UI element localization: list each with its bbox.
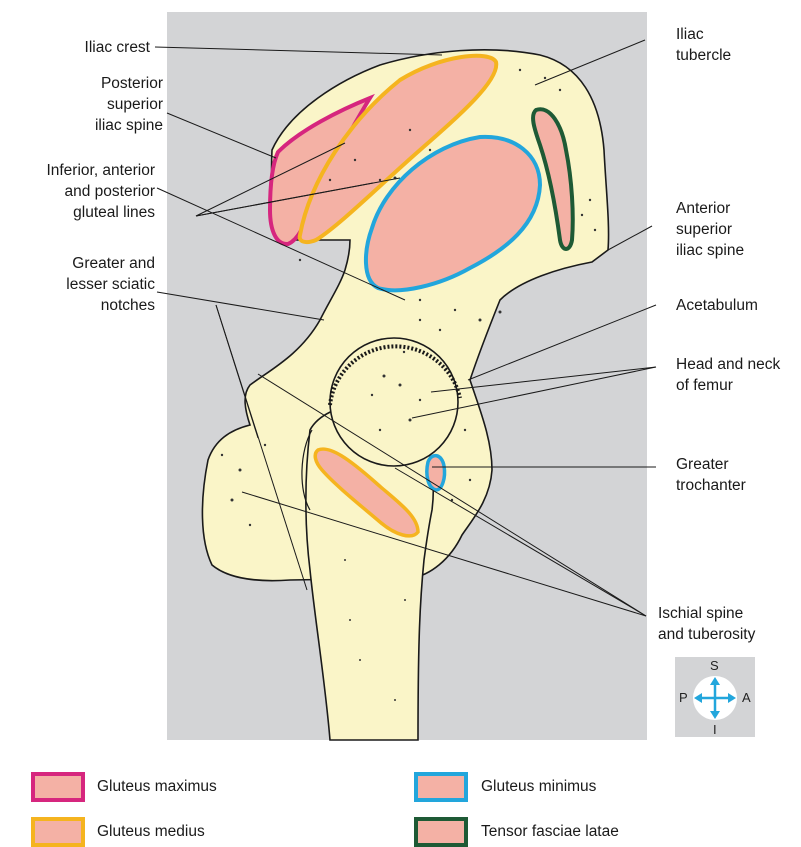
label-ischial-spine-tuberosity: Ischial spine and tuberosity <box>658 603 798 645</box>
compass-superior: S <box>710 659 719 673</box>
label-gluteal-lines: Inferior, anterior and posterior gluteal… <box>5 160 155 223</box>
label-anterior-superior-iliac-spine: Anterior superior iliac spine <box>676 198 796 261</box>
legend-swatch-gluteus-minimus <box>414 772 468 802</box>
label-iliac-crest: Iliac crest <box>20 37 150 58</box>
orientation-compass: S I P A <box>675 657 755 737</box>
legend-label-tensor-fasciae-latae: Tensor fasciae latae <box>481 822 619 842</box>
label-acetabulum: Acetabulum <box>676 295 796 316</box>
label-posterior-superior-iliac-spine: Posterior superior iliac spine <box>20 73 163 136</box>
legend-swatch-gluteus-medius <box>31 817 85 847</box>
compass-anterior: A <box>742 691 751 705</box>
label-sciatic-notches: Greater and lesser sciatic notches <box>5 253 155 316</box>
legend-swatch-tensor-fasciae-latae <box>414 817 468 847</box>
legend-label-gluteus-medius: Gluteus medius <box>97 822 205 842</box>
femoral-head <box>330 338 458 466</box>
compass-posterior: P <box>679 691 688 705</box>
compass-inferior: I <box>713 723 717 737</box>
label-iliac-tubercle: Iliac tubercle <box>676 24 796 66</box>
label-greater-trochanter: Greater trochanter <box>676 454 796 496</box>
legend-label-gluteus-minimus: Gluteus minimus <box>481 777 596 797</box>
label-head-neck-femur: Head and neck of femur <box>676 354 800 396</box>
legend-label-gluteus-maximus: Gluteus maximus <box>97 777 217 797</box>
legend-swatch-gluteus-maximus <box>31 772 85 802</box>
